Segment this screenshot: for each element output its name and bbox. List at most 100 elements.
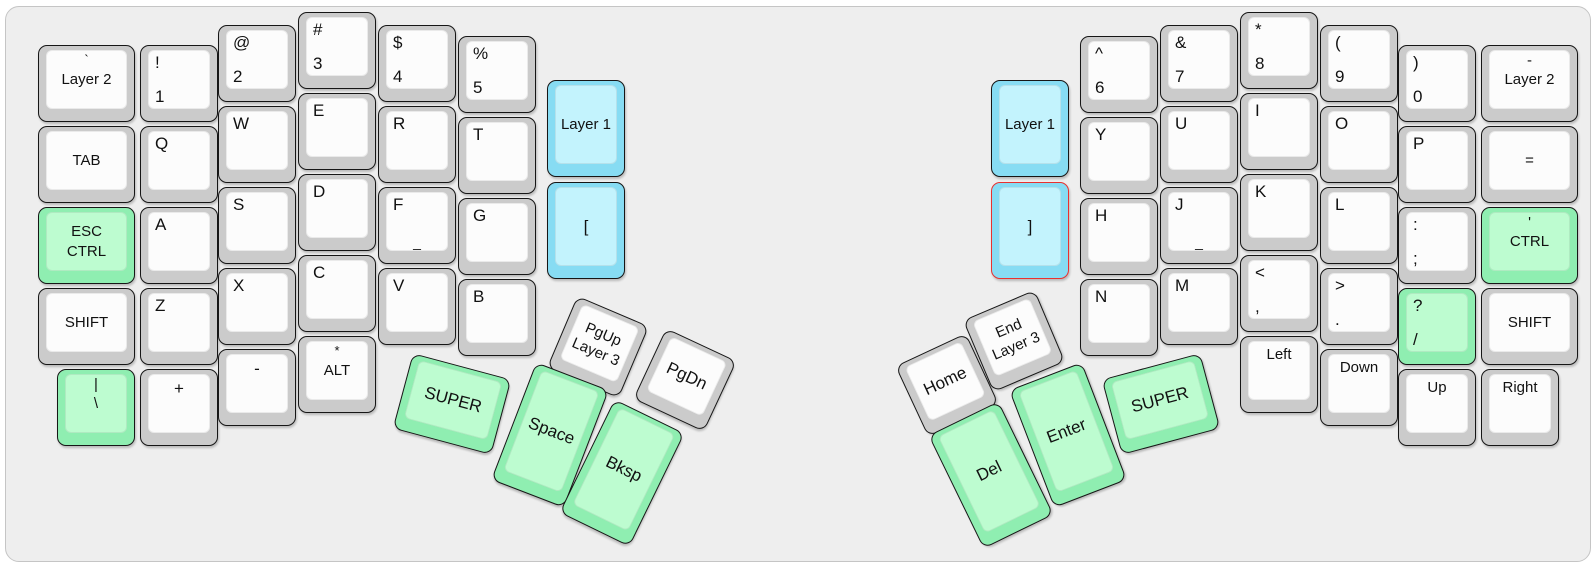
key-grave-layer2[interactable]: ` Layer 2 bbox=[38, 45, 135, 122]
key-t[interactable]: T bbox=[458, 117, 536, 194]
key-super-right[interactable]: SUPER bbox=[1101, 353, 1221, 455]
key-q[interactable]: Q bbox=[140, 126, 218, 203]
key-legend: ^ bbox=[1095, 44, 1103, 63]
key-c[interactable]: C bbox=[298, 255, 376, 332]
key-legend: < bbox=[1255, 263, 1265, 282]
key-4[interactable]: $ 4 bbox=[378, 25, 456, 102]
key-arrow-down[interactable]: Down bbox=[1320, 349, 1398, 426]
keycap: % 5 bbox=[466, 41, 528, 100]
key-legend: X bbox=[233, 276, 245, 295]
keycap: & 7 bbox=[1168, 30, 1230, 89]
keycap: ? / bbox=[1406, 293, 1468, 352]
keycap: Left bbox=[1248, 341, 1310, 400]
key-arrow-right[interactable]: Right bbox=[1481, 369, 1559, 446]
key-f[interactable]: F _ bbox=[378, 187, 456, 264]
key-arrow-left[interactable]: Left bbox=[1240, 336, 1318, 413]
key-slash[interactable]: ? / bbox=[1398, 288, 1476, 365]
keycap: - Layer 2 bbox=[1489, 50, 1570, 109]
key-pipe-backslash[interactable]: | \ bbox=[57, 369, 135, 446]
key-l[interactable]: L bbox=[1320, 187, 1398, 264]
key-dash-layer2[interactable]: - Layer 2 bbox=[1481, 45, 1578, 122]
key-k[interactable]: K bbox=[1240, 174, 1318, 251]
keycap: TAB bbox=[46, 131, 127, 190]
key-minus-left[interactable]: - bbox=[218, 349, 296, 426]
key-o[interactable]: O bbox=[1320, 106, 1398, 183]
key-legend: - bbox=[1527, 52, 1532, 69]
key-legend: , bbox=[1255, 297, 1260, 316]
key-star-alt[interactable]: * ALT bbox=[298, 336, 376, 413]
key-1[interactable]: ! 1 bbox=[140, 45, 218, 122]
key-9[interactable]: ( 9 bbox=[1320, 25, 1398, 102]
key-g[interactable]: G bbox=[458, 198, 536, 275]
key-semicolon[interactable]: : ; bbox=[1398, 207, 1476, 284]
key-legend: U bbox=[1175, 114, 1188, 133]
key-quote-ctrl[interactable]: ' CTRL bbox=[1481, 207, 1578, 284]
key-layer1-right[interactable]: Layer 1 bbox=[991, 80, 1069, 177]
key-legend: # bbox=[313, 20, 323, 39]
keycap: : ; bbox=[1406, 212, 1468, 271]
key-3[interactable]: # 3 bbox=[298, 12, 376, 89]
key-v[interactable]: V bbox=[378, 268, 456, 345]
key-legend: * bbox=[334, 343, 340, 358]
keycap: # 3 bbox=[306, 17, 368, 76]
key-period[interactable]: > . bbox=[1320, 268, 1398, 345]
key-e[interactable]: E bbox=[298, 93, 376, 170]
key-m[interactable]: M bbox=[1160, 268, 1238, 345]
key-y[interactable]: Y bbox=[1080, 117, 1158, 194]
keycap: ) 0 bbox=[1406, 50, 1468, 109]
key-p[interactable]: P bbox=[1398, 126, 1476, 203]
key-legend: TAB bbox=[72, 152, 101, 169]
keycap: U bbox=[1168, 111, 1230, 170]
key-left-bracket[interactable]: [ bbox=[547, 182, 625, 279]
key-5[interactable]: % 5 bbox=[458, 36, 536, 113]
key-2[interactable]: @ 2 bbox=[218, 25, 296, 102]
key-arrow-up[interactable]: Up bbox=[1398, 369, 1476, 446]
key-plus[interactable]: + bbox=[140, 369, 218, 446]
key-r[interactable]: R bbox=[378, 106, 456, 183]
key-esc-ctrl[interactable]: ESC CTRL bbox=[38, 207, 135, 284]
keycap: End Layer 3 bbox=[972, 297, 1053, 378]
key-legend: T bbox=[473, 125, 484, 144]
key-h[interactable]: H bbox=[1080, 198, 1158, 275]
key-0[interactable]: ) 0 bbox=[1398, 45, 1476, 122]
key-legend: ESC bbox=[71, 223, 102, 240]
key-6[interactable]: ^ 6 bbox=[1080, 36, 1158, 113]
key-a[interactable]: A bbox=[140, 207, 218, 284]
key-j[interactable]: J _ bbox=[1160, 187, 1238, 264]
keycap: C bbox=[306, 260, 368, 319]
keycap: X bbox=[226, 273, 288, 332]
key-comma[interactable]: < , bbox=[1240, 255, 1318, 332]
key-w[interactable]: W bbox=[218, 106, 296, 183]
key-8[interactable]: * 8 bbox=[1240, 12, 1318, 89]
key-7[interactable]: & 7 bbox=[1160, 25, 1238, 102]
key-right-bracket[interactable]: ] bbox=[991, 182, 1069, 279]
key-legend: & bbox=[1175, 33, 1187, 52]
key-legend: C bbox=[313, 263, 326, 282]
key-n[interactable]: N bbox=[1080, 279, 1158, 356]
key-shift-right[interactable]: SHIFT bbox=[1481, 288, 1578, 365]
key-tab[interactable]: TAB bbox=[38, 126, 135, 203]
key-legend: Layer 2 bbox=[61, 71, 112, 88]
key-shift-left[interactable]: SHIFT bbox=[38, 288, 135, 365]
key-d[interactable]: D bbox=[298, 174, 376, 251]
key-s[interactable]: S bbox=[218, 187, 296, 264]
key-legend: Q bbox=[155, 134, 169, 153]
key-legend: H bbox=[1095, 206, 1108, 225]
key-b[interactable]: B bbox=[458, 279, 536, 356]
key-legend: ALT bbox=[323, 362, 351, 379]
key-super-left[interactable]: SUPER bbox=[392, 353, 512, 455]
key-legend: CTRL bbox=[1509, 233, 1550, 250]
keycap: @ 2 bbox=[226, 30, 288, 89]
keycap: V bbox=[386, 273, 448, 332]
key-layer1-left[interactable]: Layer 1 bbox=[547, 80, 625, 177]
key-i[interactable]: I bbox=[1240, 93, 1318, 170]
key-u[interactable]: U bbox=[1160, 106, 1238, 183]
key-legend: | bbox=[94, 376, 98, 393]
key-legend: 3 bbox=[313, 54, 323, 73]
key-z[interactable]: Z bbox=[140, 288, 218, 365]
key-legend: 1 bbox=[155, 87, 165, 106]
keycap: F _ bbox=[386, 192, 448, 251]
key-x[interactable]: X bbox=[218, 268, 296, 345]
key-legend: % bbox=[473, 44, 489, 63]
key-equals[interactable]: = bbox=[1481, 126, 1578, 203]
